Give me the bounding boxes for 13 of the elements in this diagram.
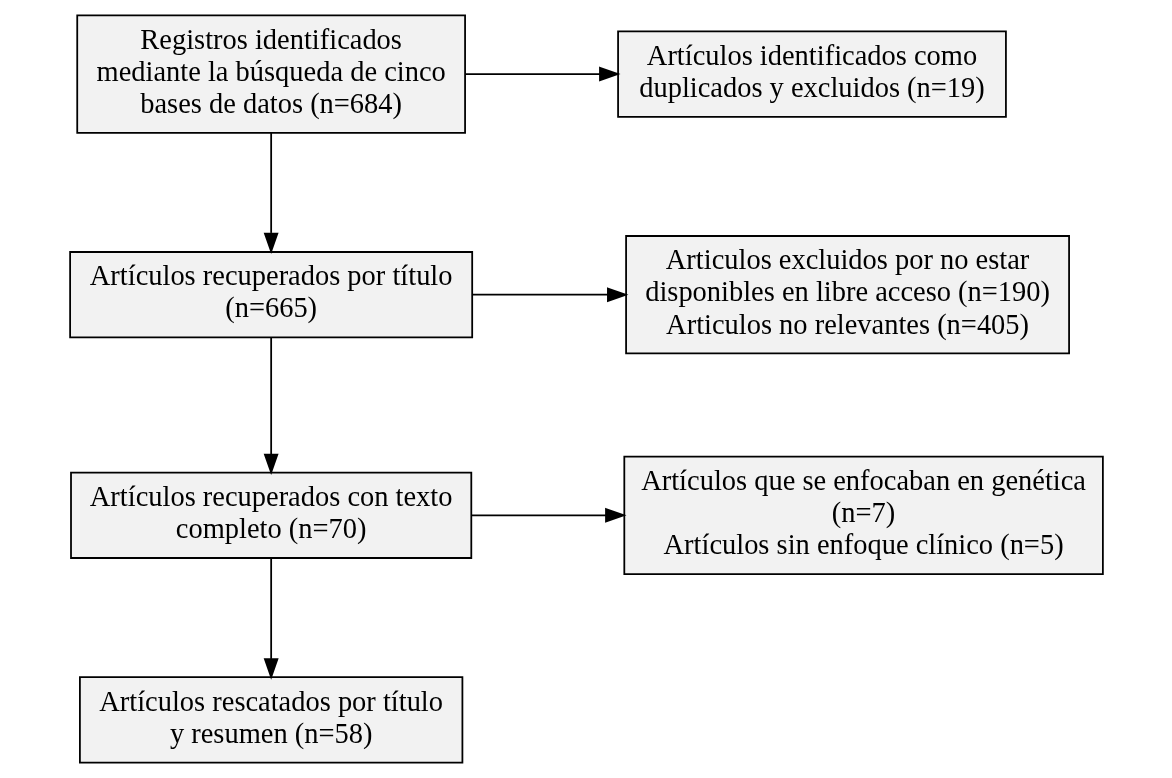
node-box: Artículos recuperados por título (n=665) bbox=[68, 251, 473, 339]
node-box: Articulos excluidos por no estar disponibles en libre acceso (n=190) Articulos no relevantes (n=405) bbox=[624, 235, 1070, 355]
arrow bbox=[469, 507, 626, 523]
arrow bbox=[263, 336, 279, 476]
node-box: Registros identificados mediante la búsqueda de cinco bases de datos (n=684) bbox=[75, 14, 466, 134]
node-box: Artículos que se enfocaban en genética (n=7) Artículos sin enfoque clínico (n=5) bbox=[622, 455, 1104, 575]
arrow bbox=[263, 132, 279, 255]
node-box: Artículos identificados como duplicados y excluidos (n=19) bbox=[616, 30, 1007, 118]
node-box: Artículos rescatados por título y resumen (n=58) bbox=[78, 676, 463, 764]
arrow bbox=[263, 557, 279, 680]
arrow bbox=[471, 287, 628, 303]
arrow bbox=[464, 66, 620, 82]
node-box: Artículos recuperados con texto completo (n=70) bbox=[69, 471, 472, 559]
